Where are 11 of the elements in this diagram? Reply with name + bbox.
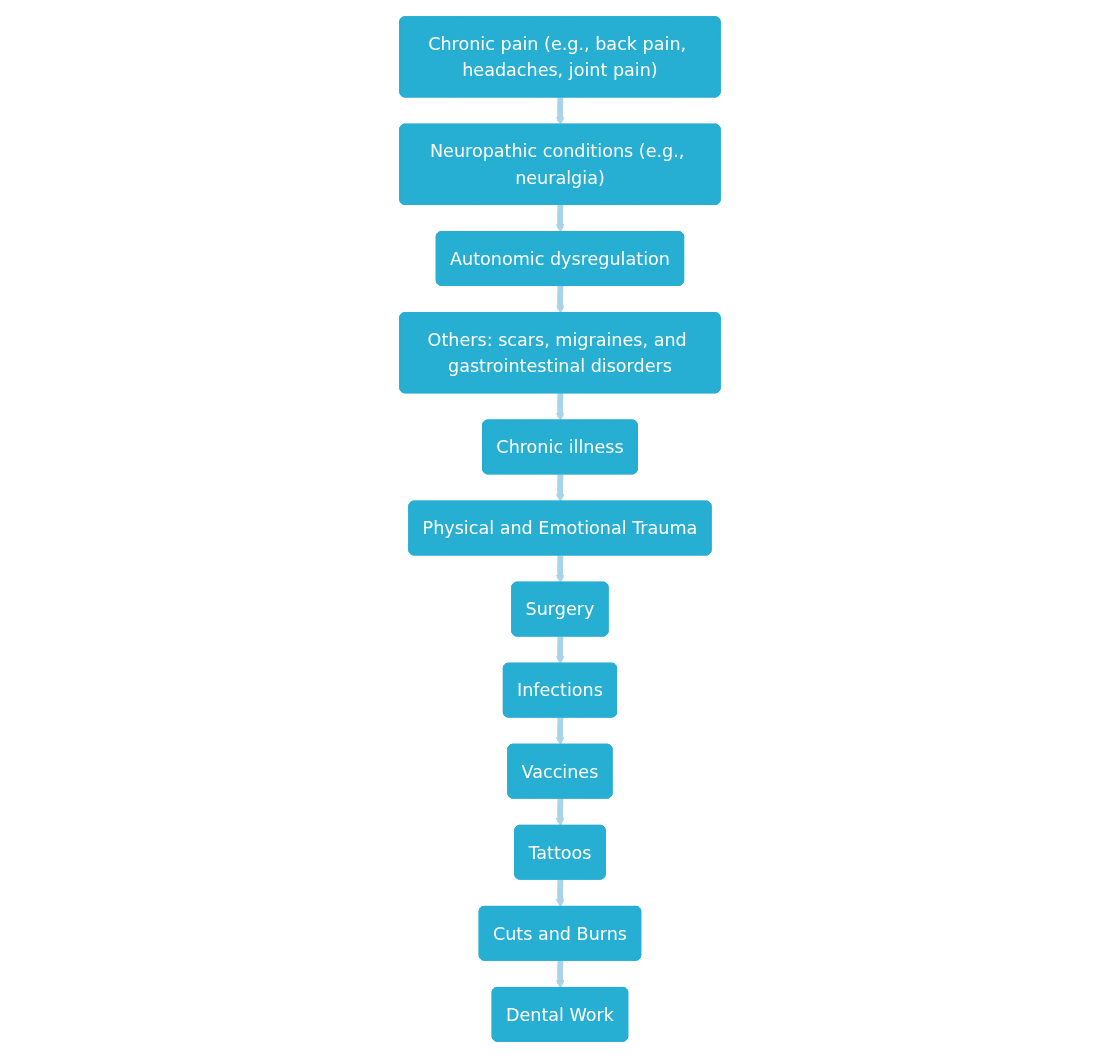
arrow [555,716,565,746]
arrow [555,635,565,665]
arrow [555,204,565,233]
arrow [555,96,565,126]
arrow [555,392,565,421]
arrow [555,473,565,503]
arrow [555,959,565,989]
arrow [555,554,565,584]
arrow [555,285,565,314]
arrow [555,878,565,908]
arrow [555,797,565,827]
